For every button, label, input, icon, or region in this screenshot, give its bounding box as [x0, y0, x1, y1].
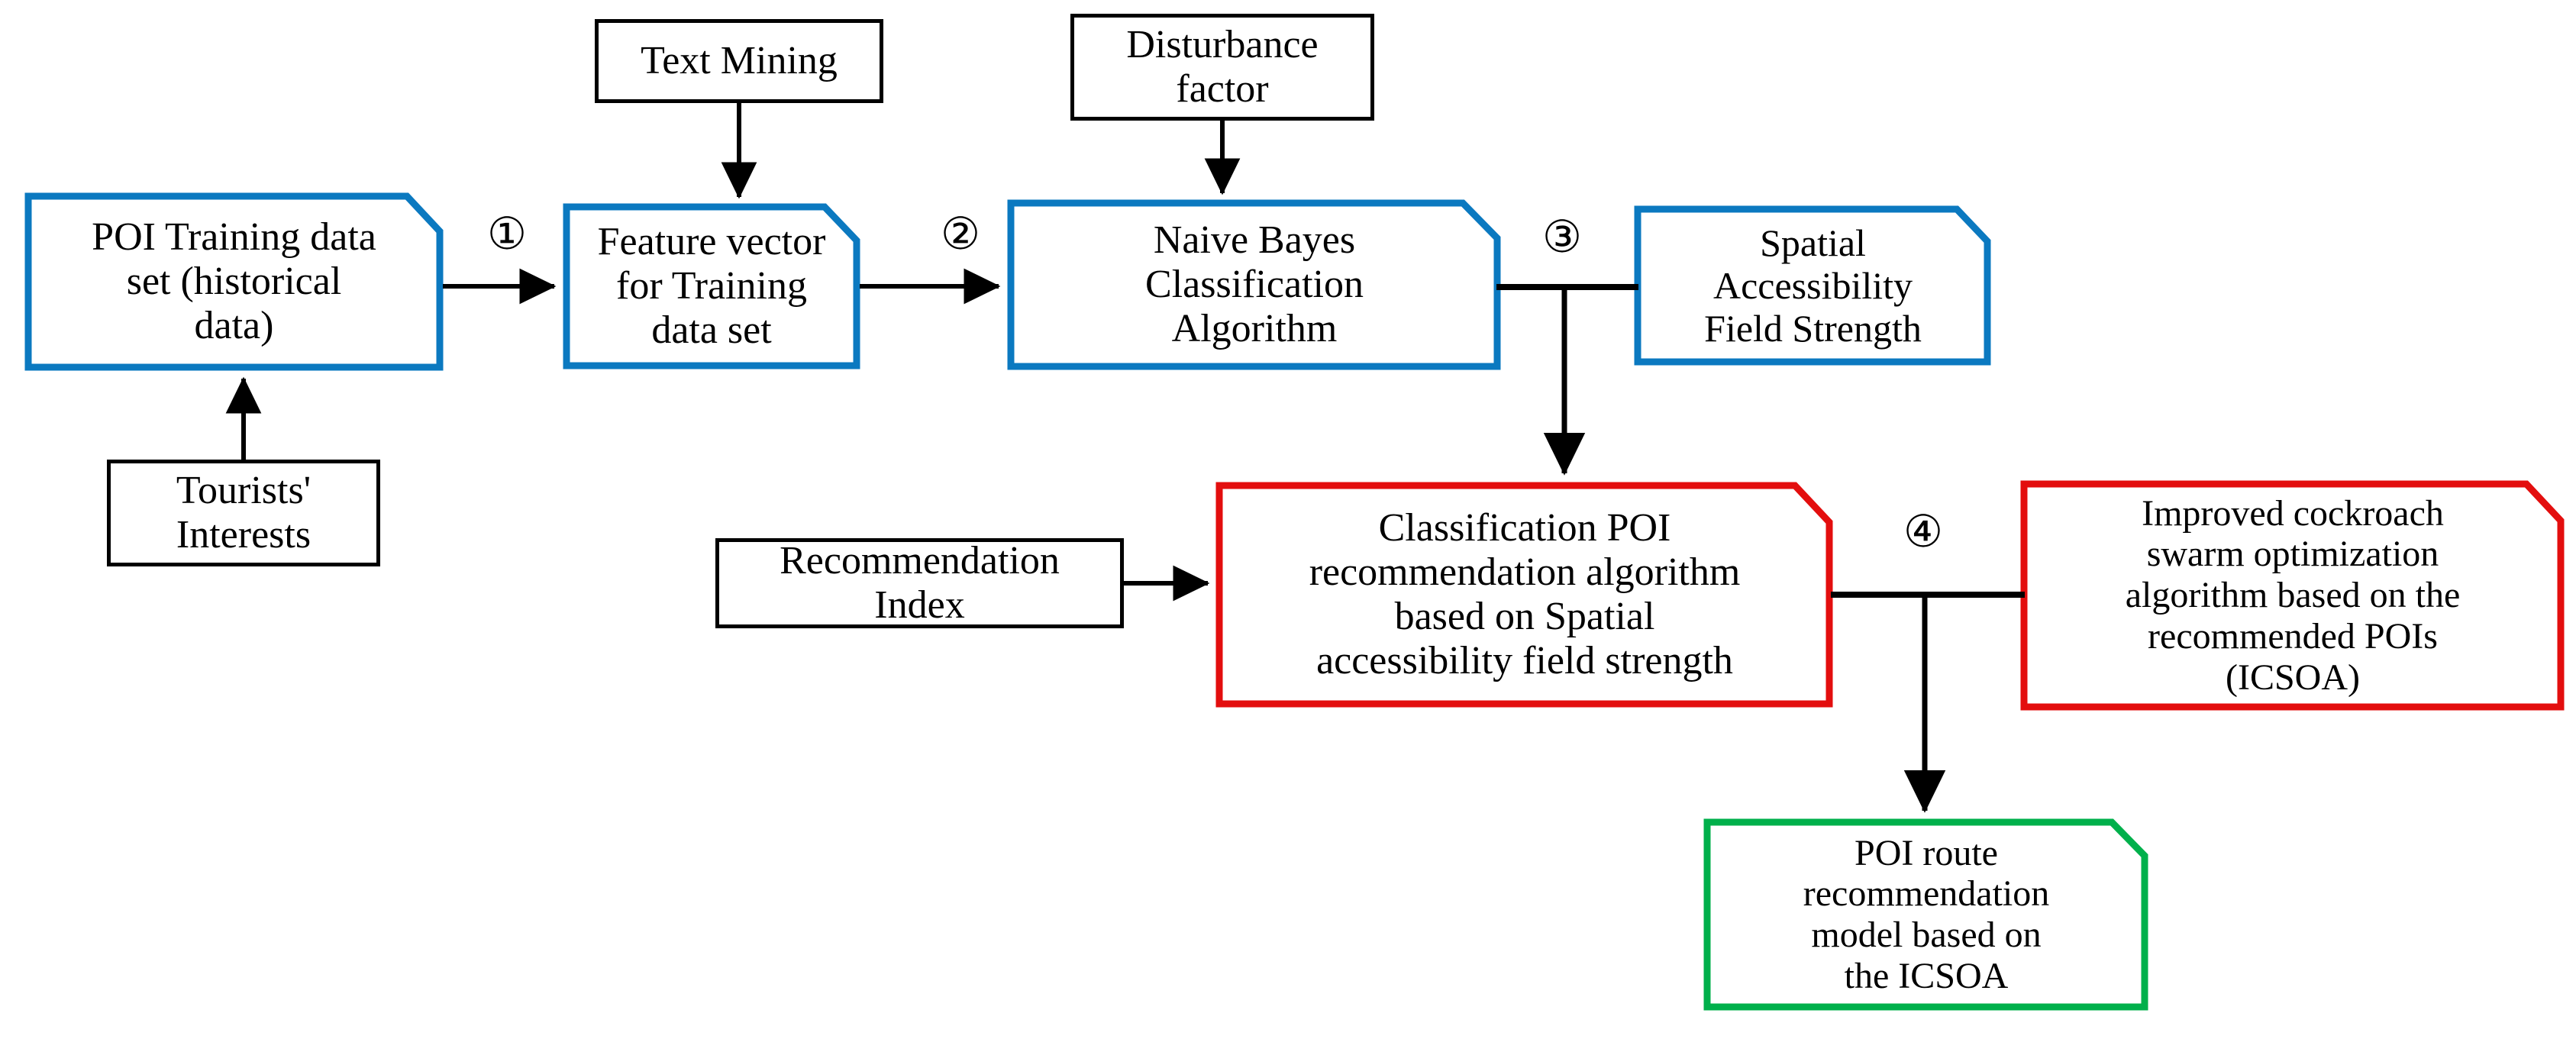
node-tourists-interests[interactable]: Tourists' Interests	[107, 460, 380, 566]
node-naive-bayes-label: Naive Bayes Classification Algorithm	[1145, 218, 1364, 351]
node-poi-route-recommendation-model-label: POI route recommendation model based on …	[1803, 832, 2050, 996]
step-marker-3: ③	[1542, 212, 1582, 262]
node-disturbance-factor-label: Disturbance factor	[1126, 22, 1319, 111]
node-icsoa[interactable]: Improved cockroach swarm optimization al…	[2020, 480, 2565, 711]
node-icsoa-label: Improved cockroach swarm optimization al…	[2125, 492, 2461, 698]
node-classification-poi-recommendation-algorithm-label: Classification POI recommendation algori…	[1309, 505, 1741, 683]
node-disturbance-factor[interactable]: Disturbance factor	[1070, 14, 1374, 121]
node-recommendation-index-label: Recommendation Index	[780, 538, 1060, 627]
step-marker-4: ④	[1903, 507, 1943, 557]
node-tourists-interests-label: Tourists' Interests	[176, 468, 312, 557]
node-classification-poi-recommendation-algorithm[interactable]: Classification POI recommendation algori…	[1215, 482, 1833, 708]
node-text-mining[interactable]: Text Mining	[595, 19, 883, 103]
node-text-mining-label: Text Mining	[641, 38, 838, 82]
node-poi-route-recommendation-model[interactable]: POI route recommendation model based on …	[1703, 818, 2148, 1011]
node-spatial-accessibility-field-strength-label: Spatial Accessibility Field Strength	[1704, 221, 1922, 350]
node-spatial-accessibility-field-strength[interactable]: Spatial Accessibility Field Strength	[1634, 205, 1991, 366]
node-recommendation-index[interactable]: Recommendation Index	[715, 538, 1124, 628]
step-marker-2: ②	[941, 209, 980, 259]
node-poi-training-data-set-label: POI Training data set (historical data)	[92, 215, 376, 348]
step-marker-1: ①	[487, 209, 527, 259]
node-feature-vector[interactable]: Feature vector for Training data set	[563, 203, 860, 369]
node-poi-training-data-set[interactable]: POI Training data set (historical data)	[24, 192, 444, 371]
node-naive-bayes[interactable]: Naive Bayes Classification Algorithm	[1007, 199, 1501, 370]
node-feature-vector-label: Feature vector for Training data set	[597, 219, 826, 353]
